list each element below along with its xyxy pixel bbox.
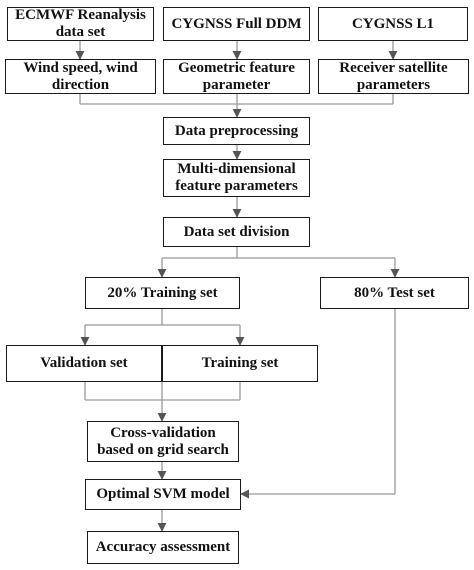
box-cygnss-l1-label: CYGNSS L1 — [351, 15, 435, 32]
box-test-set-80: 80% Test set — [320, 277, 469, 309]
box-training-set-label: Training set — [201, 355, 279, 371]
box-geometric-feature: Geometric feature parameter — [163, 59, 310, 94]
box-test-set-80-label: 80% Test set — [354, 284, 435, 301]
box-data-set-division: Data set division — [163, 217, 310, 247]
box-cygnss-l1: CYGNSS L1 — [318, 7, 468, 41]
box-wind-speed-direction: Wind speed, wind direction — [5, 59, 156, 94]
box-optimal-svm-model: Optimal SVM model — [85, 479, 241, 510]
box-cross-validation: Cross-validation based on grid search — [87, 421, 239, 462]
box-data-set-division-label: Data set division — [183, 223, 290, 240]
box-cygnss-full-ddm: CYGNSS Full DDM — [163, 7, 310, 41]
box-validation-set-label: Validation set — [40, 355, 128, 371]
box-accuracy-assessment-label: Accuracy assessment — [95, 539, 231, 555]
box-data-preprocessing-label: Data preprocessing — [174, 122, 299, 139]
box-multi-dimensional: Multi-dimensional feature parameters — [163, 159, 310, 197]
box-receiver-satellite-label: Receiver satellite parameters — [339, 59, 448, 93]
box-multi-dimensional-label: Multi-dimensional feature parameters — [175, 161, 298, 194]
box-ecmwf-reanalysis-label: ECMWF Reanalysis data set — [15, 7, 146, 40]
box-geometric-feature-label: Geometric feature parameter — [178, 59, 295, 93]
box-accuracy-assessment: Accuracy assessment — [87, 531, 239, 564]
box-ecmwf-reanalysis: ECMWF Reanalysis data set — [7, 7, 154, 41]
box-validation-set: Validation set — [6, 345, 162, 382]
box-training-set-20-label: 20% Training set — [107, 284, 218, 301]
box-cygnss-full-ddm-label: CYGNSS Full DDM — [171, 15, 302, 32]
box-data-preprocessing: Data preprocessing — [163, 117, 310, 145]
box-training-set-20: 20% Training set — [85, 277, 240, 309]
box-wind-speed-direction-label: Wind speed, wind direction — [23, 59, 138, 93]
box-optimal-svm-model-label: Optimal SVM model — [96, 486, 230, 502]
box-training-set: Training set — [162, 345, 318, 382]
box-cross-validation-label: Cross-validation based on grid search — [97, 424, 229, 458]
box-receiver-satellite: Receiver satellite parameters — [318, 59, 469, 94]
